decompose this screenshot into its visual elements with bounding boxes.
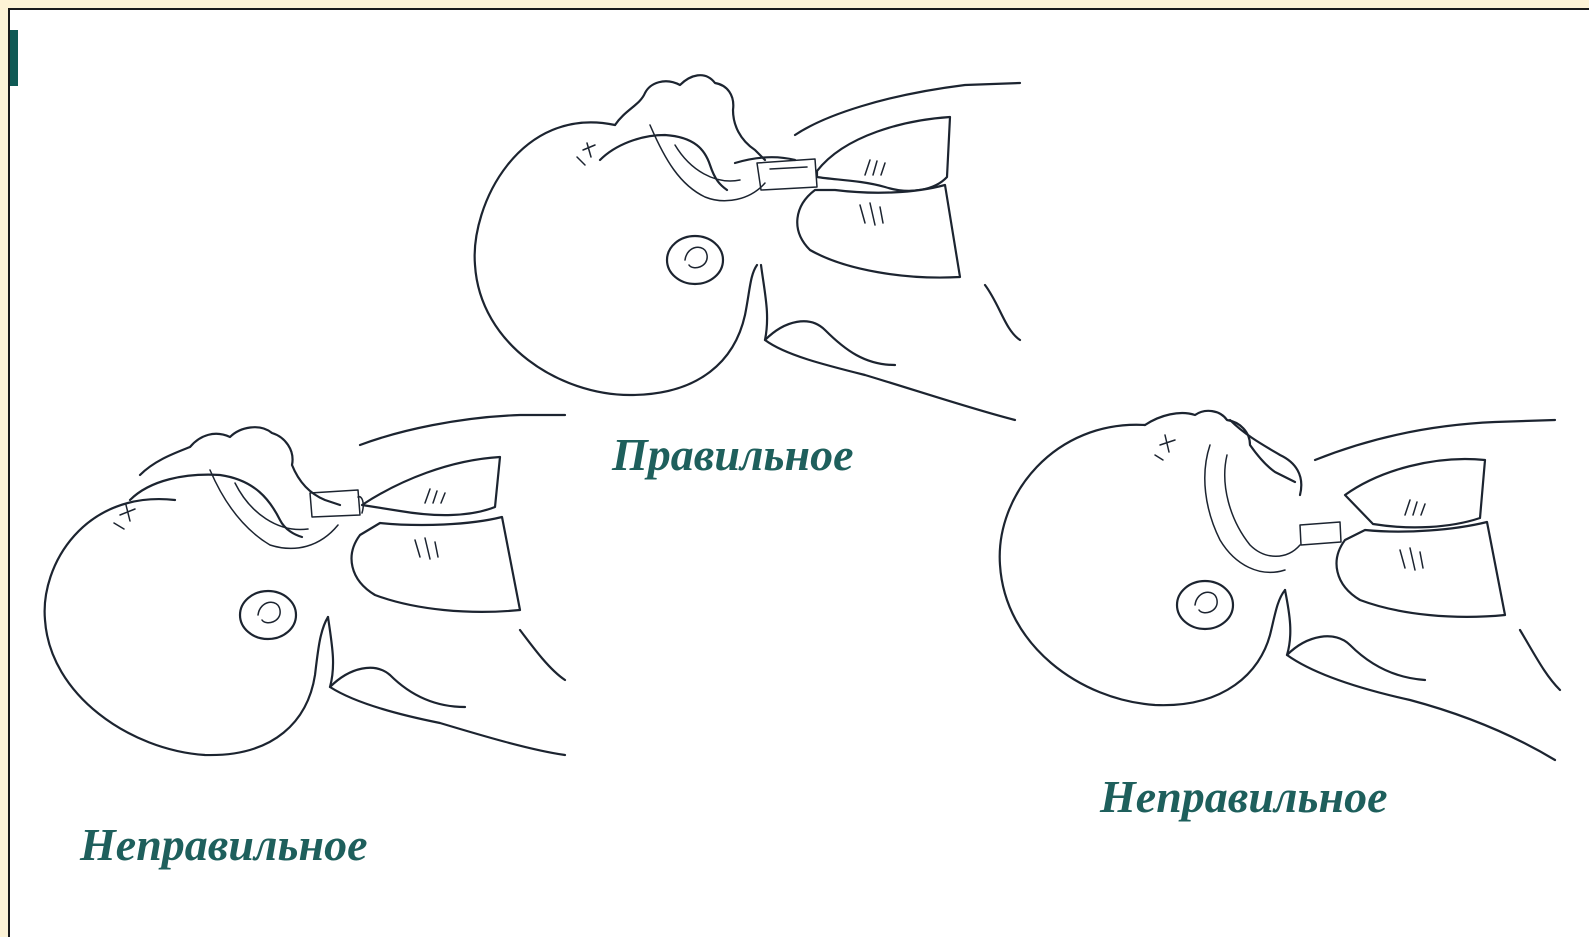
infant-airway-correct-drawing (465, 65, 1025, 435)
caption-correct: Правильное (612, 428, 854, 481)
infant-airway-incorrect-right-drawing (995, 400, 1565, 770)
illustration-correct (465, 65, 1025, 435)
illustration-incorrect-right (995, 400, 1565, 770)
caption-incorrect-left: Неправильное (80, 818, 368, 871)
corner-accent-mark (10, 30, 18, 86)
infant-airway-incorrect-left-drawing (40, 405, 580, 775)
slide: Правильное Неправильное Неправильное (8, 8, 1589, 937)
caption-incorrect-right: Неправильное (1100, 770, 1388, 823)
illustration-incorrect-left (40, 405, 580, 775)
